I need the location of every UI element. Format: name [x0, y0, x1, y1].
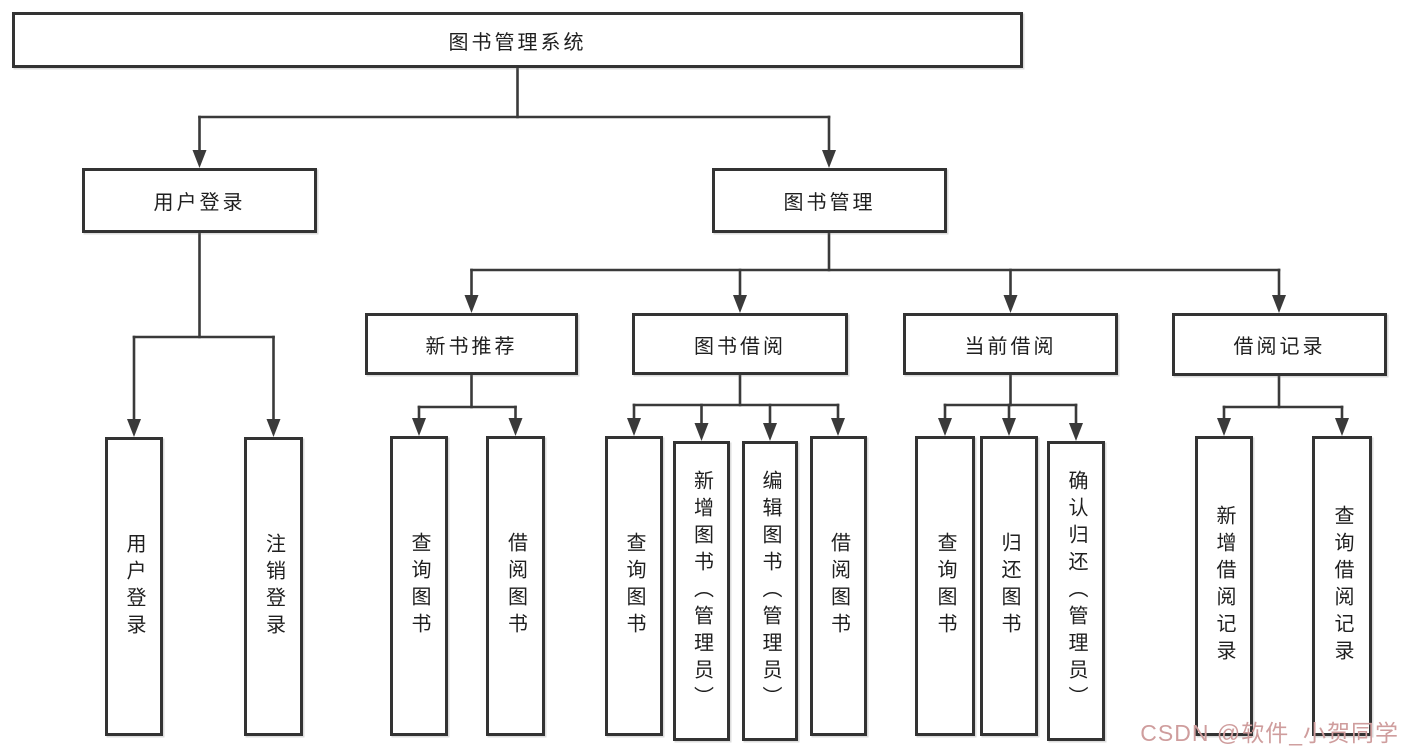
node-user-login-module: 用户登录 [82, 168, 317, 233]
node-book-borrowing-label: 图书借阅 [694, 335, 786, 358]
leaf-add-borrow-record-label: 新增借阅记录 [1213, 505, 1235, 667]
leaf-query-borrow-record: 查询借阅记录 [1312, 436, 1372, 736]
leaf-query-borrow-record-label: 查询借阅记录 [1331, 505, 1353, 667]
leaf-confirm-return-admin-label: 确认归还（管理员） [1065, 469, 1087, 713]
leaf-query-books-recommend-label: 查询图书 [408, 532, 430, 640]
node-new-book-recommendation: 新书推荐 [365, 313, 578, 375]
node-book-management-module-label: 图书管理 [783, 192, 876, 214]
leaf-borrow-books-borrowing: 借阅图书 [810, 436, 867, 736]
leaf-return-books-label: 归还图书 [998, 532, 1020, 640]
node-current-borrowing: 当前借阅 [903, 313, 1118, 375]
leaf-edit-book-admin: 编辑图书（管理员） [742, 441, 798, 741]
node-borrowing-records-label: 借阅记录 [1233, 336, 1326, 358]
leaf-edit-book-admin-label: 编辑图书（管理员） [759, 469, 781, 713]
leaf-query-books-current-label: 查询图书 [934, 532, 956, 640]
leaf-borrow-books-recommend-label: 借阅图书 [504, 532, 527, 640]
leaf-query-books-current: 查询图书 [915, 436, 975, 736]
leaf-query-books-recommend: 查询图书 [390, 436, 448, 736]
node-borrowing-records: 借阅记录 [1172, 313, 1387, 376]
leaf-user-login-label: 用户登录 [123, 532, 145, 641]
leaf-query-books-borrowing: 查询图书 [605, 436, 663, 736]
leaf-query-books-borrowing-label: 查询图书 [623, 532, 645, 640]
leaf-borrow-books-borrowing-label: 借阅图书 [827, 532, 850, 640]
node-new-book-recommendation-label: 新书推荐 [425, 335, 518, 358]
watermark-text: CSDN @软件_小贺同学 [1140, 720, 1399, 746]
node-library-system: 图书管理系统 [12, 12, 1023, 68]
leaf-logout-label: 注销登录 [262, 532, 285, 641]
node-book-borrowing: 图书借阅 [632, 313, 848, 375]
node-user-login-module-label: 用户登录 [153, 192, 246, 214]
leaf-user-login: 用户登录 [105, 437, 163, 736]
leaf-add-book-admin-label: 新增图书（管理员） [690, 469, 713, 713]
leaf-return-books: 归还图书 [980, 436, 1038, 736]
leaf-borrow-books-recommend: 借阅图书 [486, 436, 545, 736]
leaf-logout: 注销登录 [244, 437, 303, 736]
node-library-system-label: 图书管理系统 [448, 31, 587, 54]
node-current-borrowing-label: 当前借阅 [964, 335, 1057, 358]
node-book-management-module: 图书管理 [712, 168, 947, 233]
leaf-confirm-return-admin: 确认归还（管理员） [1047, 441, 1105, 741]
leaf-add-book-admin: 新增图书（管理员） [673, 441, 730, 741]
leaf-add-borrow-record: 新增借阅记录 [1195, 436, 1253, 736]
watermark: CSDN @软件_小贺同学 [1140, 714, 1399, 747]
